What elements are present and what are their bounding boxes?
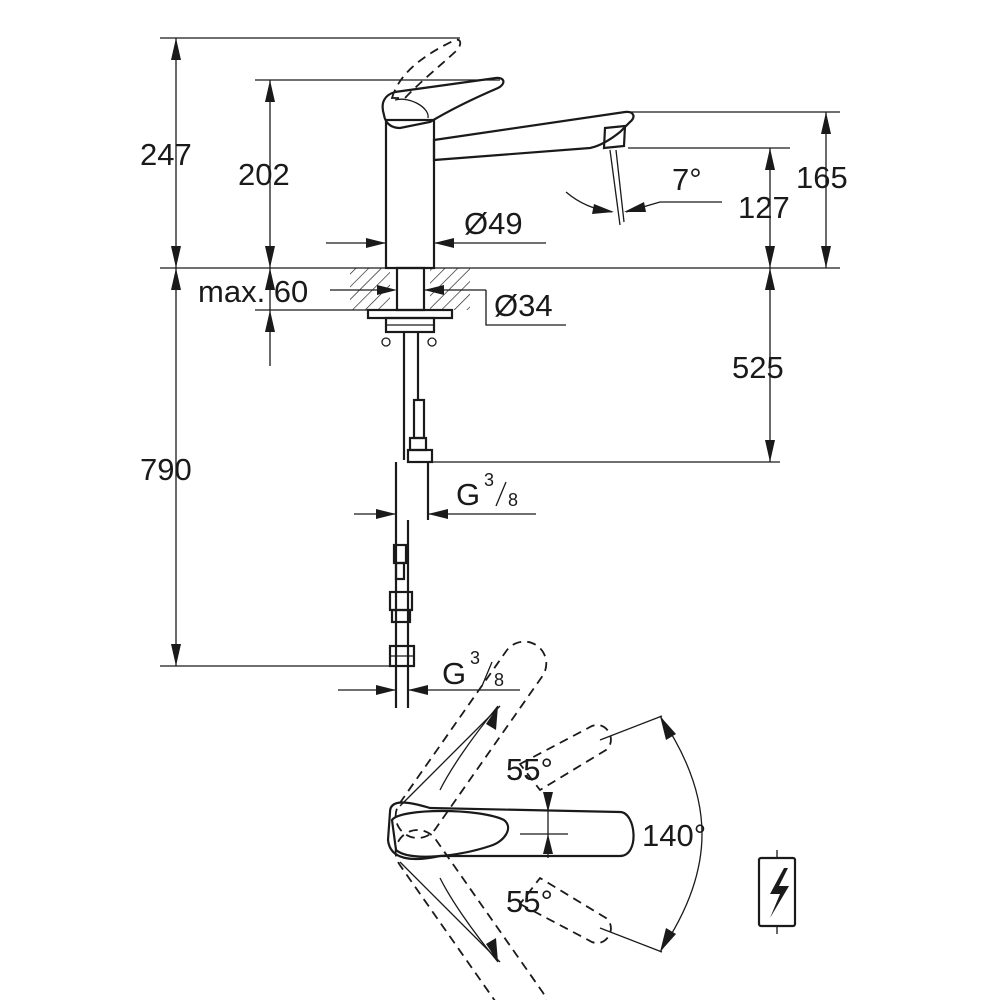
electrical-hazard-icon [757, 850, 797, 934]
thread-top-numerator: 3 [484, 470, 494, 490]
dim-total-height: 247 [140, 137, 192, 172]
lever-top-view [386, 801, 635, 861]
dimension-lines [160, 37, 840, 695]
hose-nut-top [406, 448, 434, 464]
lever-rotation-view [386, 640, 703, 1000]
aerator [602, 124, 627, 150]
dim-max-deck: max. 60 [198, 274, 308, 309]
angle-left-upper: 55° [506, 752, 553, 787]
angle-total: 140° [642, 818, 706, 853]
lever-position-upper-right [518, 724, 612, 792]
thread-bottom-prefix: G [442, 656, 466, 691]
shank [395, 266, 426, 312]
dim-lever-height: 202 [238, 157, 290, 192]
lever-grip [394, 98, 429, 119]
lever-outline [381, 76, 505, 130]
mounting-plate [366, 308, 454, 320]
dim-shank-diameter: Ø34 [494, 288, 553, 323]
dim-thread-top: G 3 8 [456, 470, 518, 512]
dim-spout-angle: 7° [672, 162, 702, 197]
lever-position-lower-right [518, 876, 612, 944]
lever-raised-outline [390, 38, 462, 99]
thread-top-prefix: G [456, 477, 480, 512]
dim-thread-bottom: G 3 8 [442, 648, 504, 691]
dim-hose-connection-height: 525 [732, 350, 784, 385]
lever-position-lower [394, 829, 548, 1000]
dim-outlet-height: 127 [738, 190, 790, 225]
faucet-body [384, 118, 436, 270]
water-stream [609, 149, 625, 226]
lever-position-upper [394, 640, 548, 839]
dim-spout-height: 165 [796, 160, 848, 195]
thread-top-denominator: 8 [508, 490, 518, 510]
dim-hose-length: 790 [140, 452, 192, 487]
thread-bottom-denominator: 8 [494, 670, 504, 690]
thread-bottom-numerator: 3 [470, 648, 480, 668]
angle-right-lower: 55° [506, 884, 553, 919]
dim-body-diameter: Ø49 [464, 206, 523, 241]
faucet-side-view [350, 38, 635, 708]
lever-top-grip [390, 809, 510, 858]
